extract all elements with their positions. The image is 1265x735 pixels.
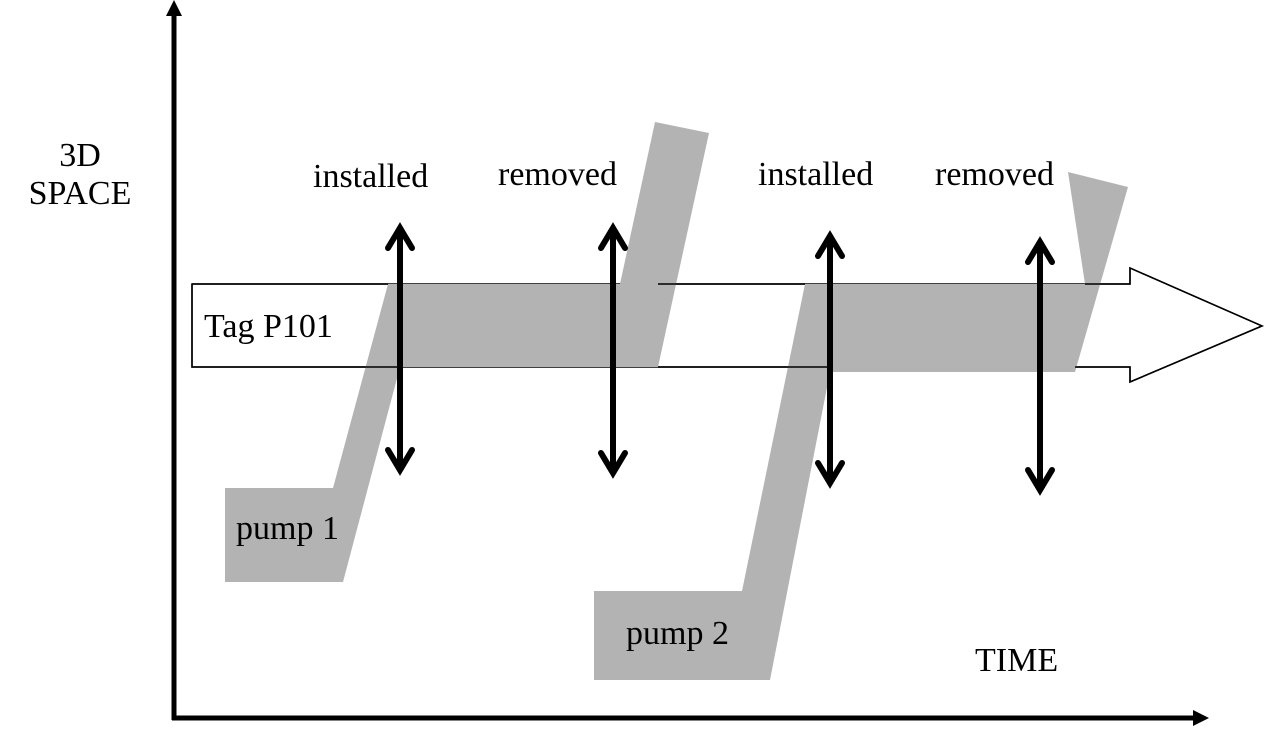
event-label-removed-2: removed (935, 156, 1054, 193)
pump-1-label: pump 1 (236, 510, 339, 547)
tag-timeline-outline (191, 266, 1264, 384)
y-axis-label: 3D SPACE (20, 137, 140, 213)
event-label-installed-1: installed (313, 158, 429, 195)
x-axis (172, 710, 1209, 726)
y-axis-arrowhead (166, 0, 182, 16)
x-axis-arrowhead (1193, 710, 1209, 726)
event-label-installed-2: installed (758, 156, 874, 193)
event-label-removed-1: removed (498, 156, 617, 193)
event-arrow-3 (815, 230, 845, 489)
y-axis (166, 0, 182, 720)
pump-2-band (594, 172, 1128, 680)
event-arrow-4 (1025, 236, 1055, 496)
y-axis-label-line1: 3D (59, 137, 101, 174)
x-axis-label: TIME (975, 642, 1059, 679)
event-arrow-1 (385, 222, 415, 476)
pump-1-band (225, 122, 709, 582)
tag-label: Tag P101 (204, 308, 333, 345)
y-axis-label-line2: SPACE (28, 175, 132, 212)
event-arrow-2 (598, 222, 628, 479)
pump-2-label: pump 2 (626, 615, 729, 652)
tag-timeline-arrow (191, 266, 1264, 384)
